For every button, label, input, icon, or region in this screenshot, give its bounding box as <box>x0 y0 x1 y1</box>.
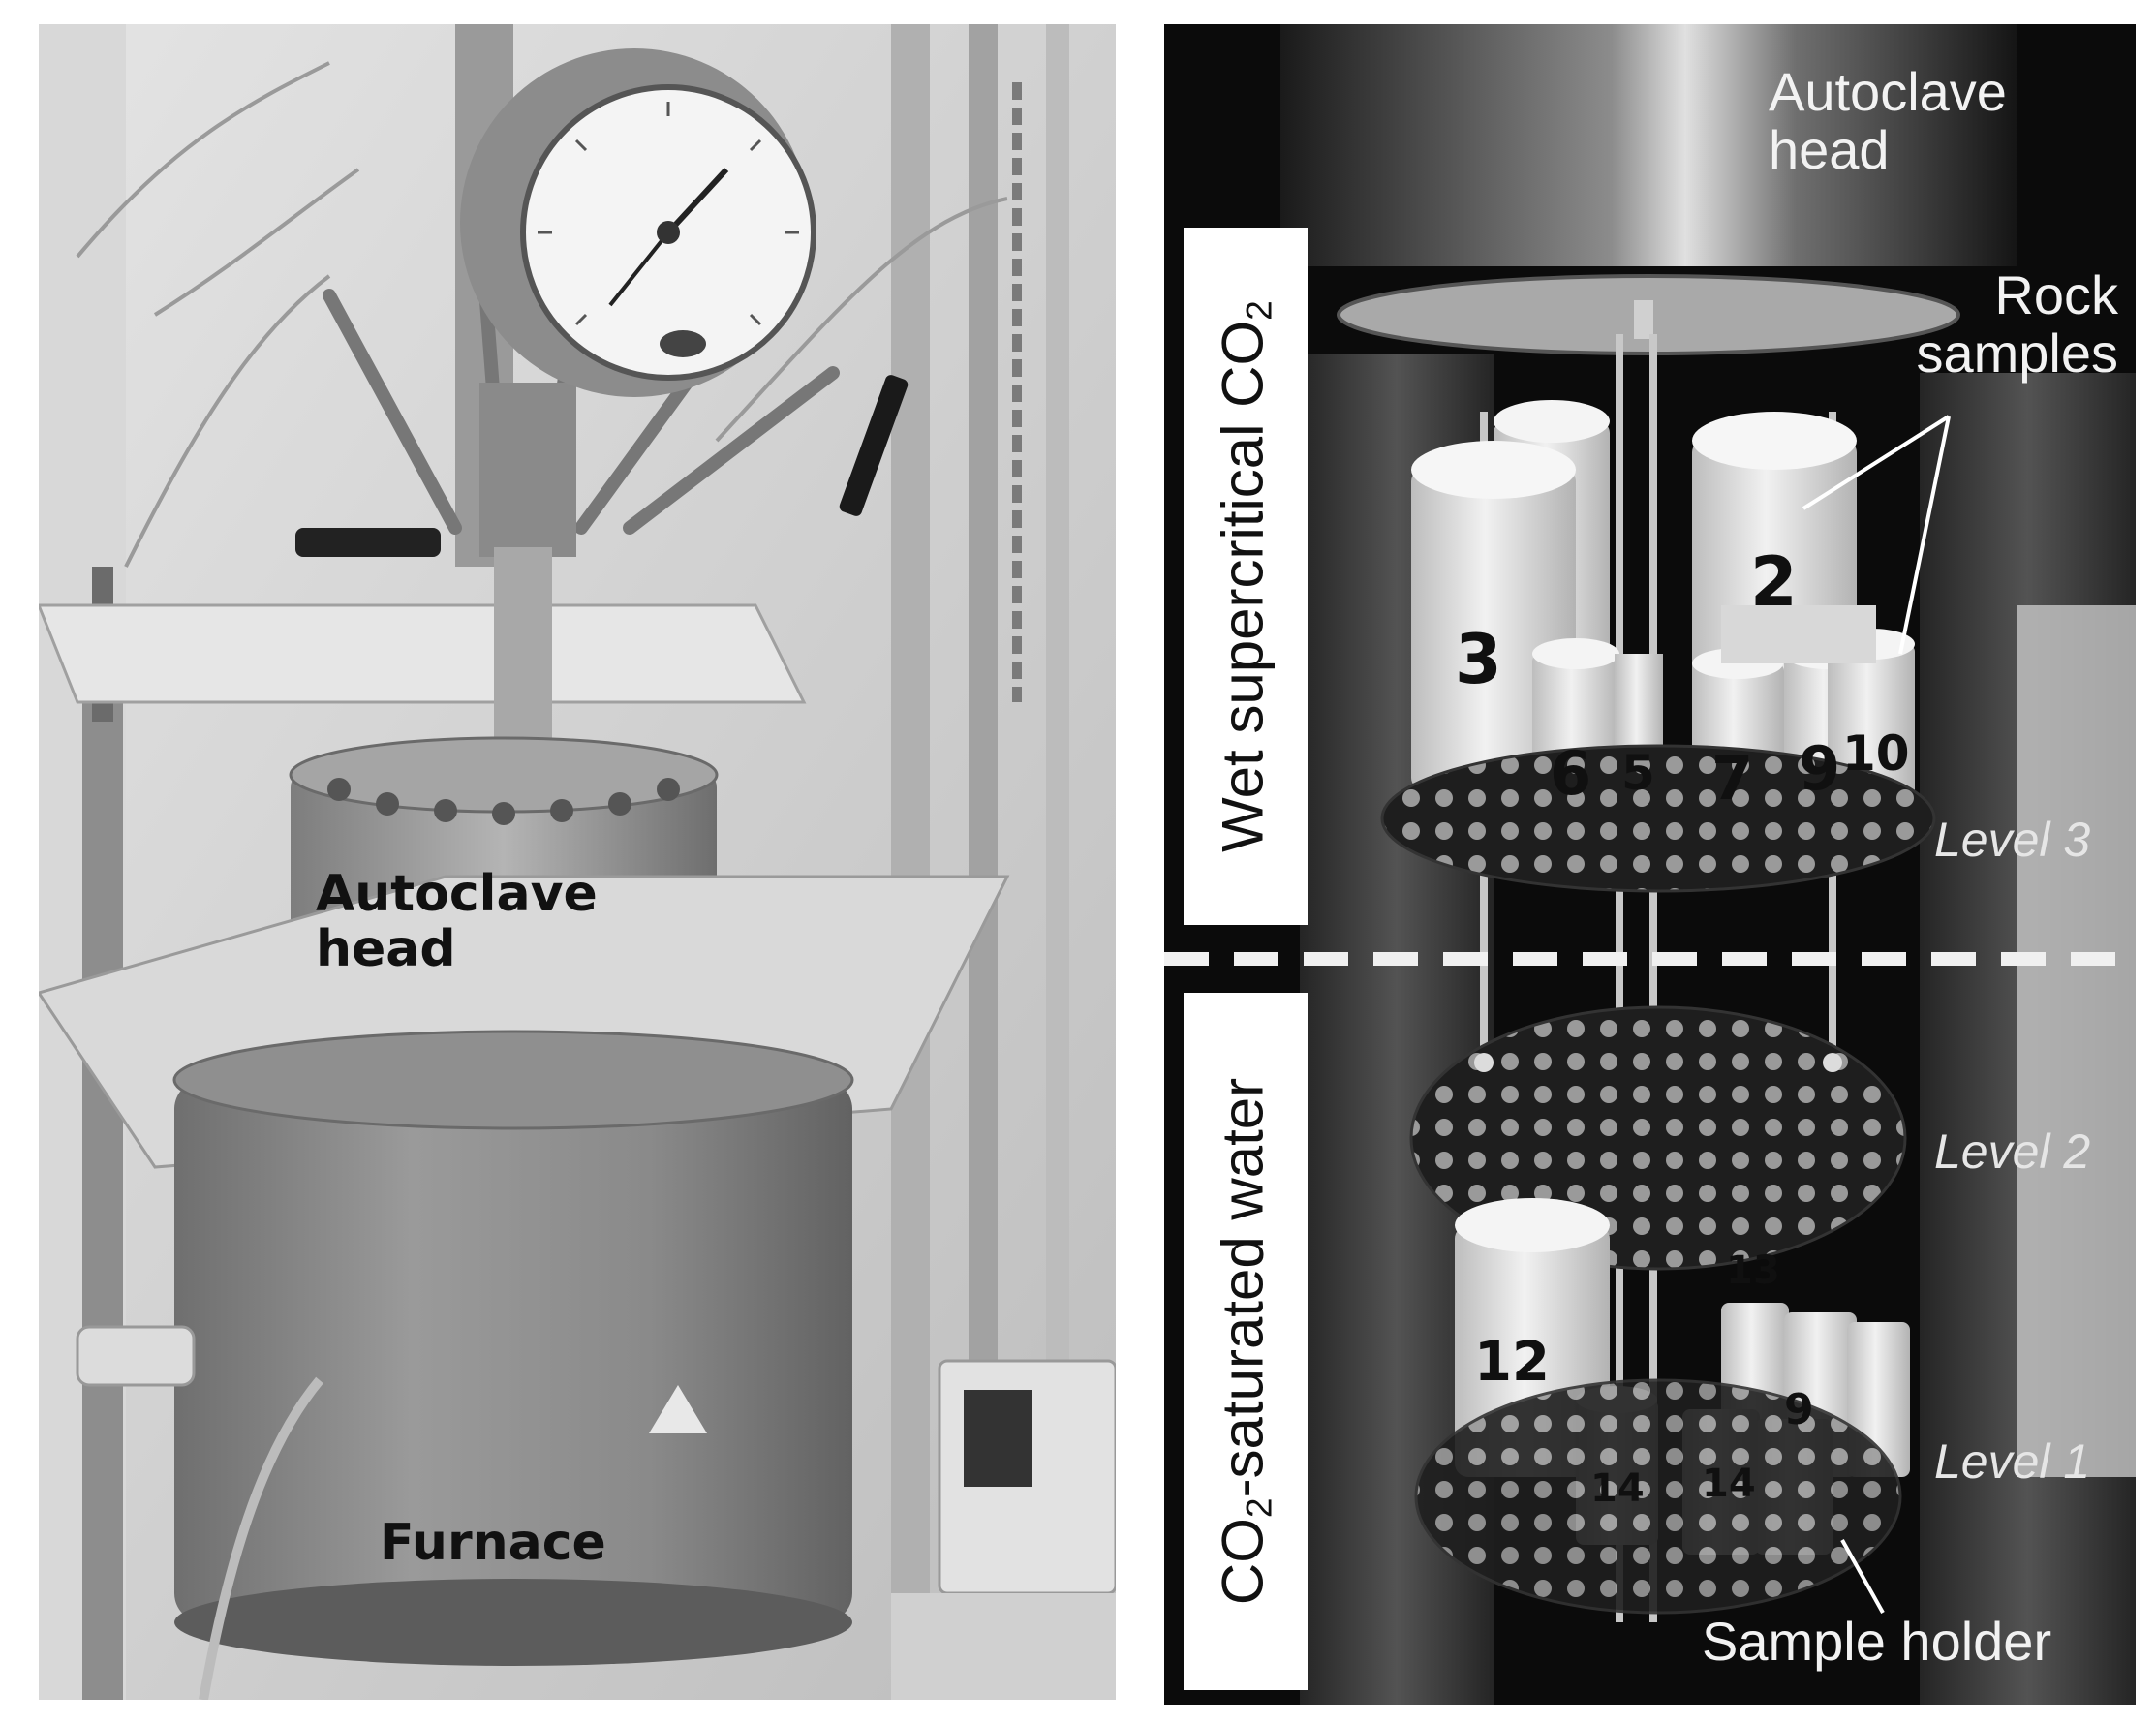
autoclave-head-label-left-line2: head <box>316 920 456 979</box>
sample-number: 2 <box>1750 542 1798 622</box>
sample-holder-photo: 3 2 6 5 7 9 10 12 14 13 14 9 <box>1164 24 2136 1705</box>
rock-samples-pointer <box>1802 415 1951 510</box>
sample-number: 3 <box>1455 620 1502 699</box>
sample-holder-pointer <box>1840 1539 1885 1614</box>
sample-number: 14 <box>1590 1466 1645 1511</box>
sample-holder-photo-panel: 3 2 6 5 7 9 10 12 14 13 14 9 <box>1164 24 2136 1705</box>
sample-number: 14 <box>1702 1462 1756 1506</box>
sample-holder-label: Sample holder <box>1702 1611 2052 1672</box>
furnace-label: Furnace <box>380 1514 606 1572</box>
rock-samples-label-line1: Rock <box>1994 264 2118 325</box>
rock-samples-label-line2: samples <box>1916 322 2118 384</box>
sample-number: 6 <box>1550 738 1591 809</box>
sample-number: 9 <box>1784 1385 1814 1434</box>
sample-number: 9 <box>1799 733 1840 804</box>
autoclave-head-label-left: Autoclave head <box>316 865 598 979</box>
sample-number: 7 <box>1711 743 1753 814</box>
autoclave-head-label-right-line2: head <box>1769 118 1890 180</box>
autoclave-head-label-left-line1: Autoclave <box>316 865 598 923</box>
rock-samples-label: Rock samples <box>1871 266 2118 383</box>
sample-number: 13 <box>1726 1248 1780 1293</box>
level-2-label: Level 2 <box>1934 1124 2091 1179</box>
zone-label-box-upper: Wet supercritical CO2 <box>1184 228 1308 925</box>
autoclave-head-label-right-line1: Autoclave <box>1769 61 2007 122</box>
zone-label-lower: CO2-saturated water <box>1210 1077 1279 1606</box>
level-1-label: Level 1 <box>1934 1434 2091 1489</box>
rock-samples-pointer <box>1898 416 1951 655</box>
sample-number: 10 <box>1842 725 1910 782</box>
sample-number: 12 <box>1474 1331 1550 1394</box>
level-3-label: Level 3 <box>1934 813 2091 867</box>
sample-number: 5 <box>1621 745 1655 801</box>
zone-label-box-lower: CO2-saturated water <box>1184 993 1308 1690</box>
autoclave-head-label-right: Autoclave head <box>1769 63 2007 179</box>
apparatus-photo-panel: Autoclave head Furnace <box>39 24 1116 1700</box>
apparatus-photo <box>39 24 1116 1700</box>
zone-label-upper: Wet supercritical CO2 <box>1210 300 1279 852</box>
